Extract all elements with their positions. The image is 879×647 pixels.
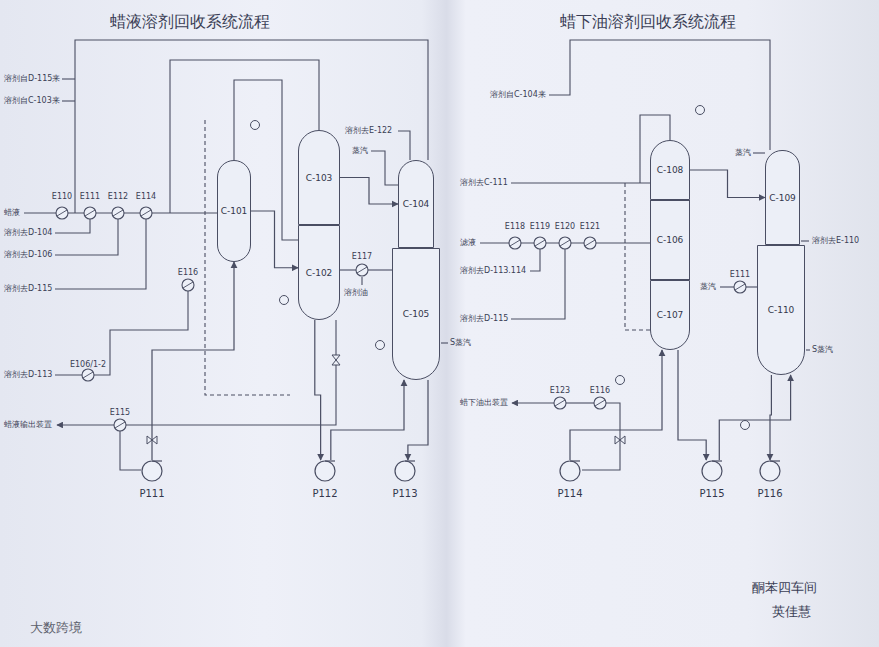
signature-text: 酮苯四车间 bbox=[752, 580, 817, 596]
vessel-tag: C-109 bbox=[769, 193, 796, 203]
stream-label: E112 bbox=[108, 192, 128, 202]
stream-label: 溶剂去C-111 bbox=[460, 178, 508, 188]
stream-label: E116 bbox=[178, 268, 198, 278]
stream-label: 溶剂去E-110 bbox=[812, 236, 859, 246]
vessel-tag: C-106 bbox=[657, 235, 684, 245]
vessel-tag: C-104 bbox=[403, 199, 430, 209]
pump-symbol: P111 bbox=[137, 460, 166, 499]
stream-label: 溶剂去E-122 bbox=[345, 126, 392, 136]
pipe-connector bbox=[251, 211, 298, 268]
stream-label: E111 bbox=[730, 270, 750, 280]
pump-circle bbox=[559, 460, 581, 482]
pipe-connector bbox=[315, 320, 321, 460]
stream-label: 溶剂去D-113 bbox=[4, 370, 52, 380]
pipe-connector bbox=[570, 350, 662, 460]
stream-label: E106/1-2 bbox=[70, 360, 106, 370]
pump-tag: P113 bbox=[390, 488, 419, 499]
stream-label: 蒸汽 bbox=[700, 282, 716, 292]
pipe-connector bbox=[678, 350, 706, 460]
pump-symbol: P113 bbox=[390, 460, 419, 499]
stream-label: 蒸汽 bbox=[352, 146, 368, 156]
stream-label: E120 bbox=[555, 222, 575, 232]
signature-text: 大数跨境 bbox=[30, 620, 82, 636]
vessel-tag: C-105 bbox=[403, 309, 430, 319]
stream-label: 溶剂自C-104来 bbox=[490, 90, 546, 100]
stream-label: S蒸汽 bbox=[450, 338, 471, 348]
pump-tag: P111 bbox=[137, 488, 166, 499]
pump-tag: P114 bbox=[555, 488, 584, 499]
pump-tag: P115 bbox=[697, 488, 726, 499]
stream-label: 溶剂去D-115 bbox=[4, 284, 52, 294]
pipe-connector bbox=[770, 375, 771, 460]
valve-symbol bbox=[147, 355, 625, 444]
pipe-connector bbox=[719, 375, 790, 460]
vessel-column: C-103 bbox=[298, 130, 340, 225]
stream-label: 溶剂去D-113.114 bbox=[460, 266, 526, 276]
stream-label: 蜡液输出装置 bbox=[4, 420, 52, 430]
stream-label: E114 bbox=[136, 192, 156, 202]
vessel-column: C-104 bbox=[398, 160, 434, 248]
diagram-title: 蜡下油溶剂回收系统流程 bbox=[560, 12, 736, 32]
stream-label: 溶剂油 bbox=[344, 288, 368, 298]
vessel-tag: C-108 bbox=[657, 165, 684, 175]
pump-symbol: P116 bbox=[755, 460, 784, 499]
vessel-column: C-109 bbox=[765, 150, 800, 245]
pump-circle bbox=[141, 460, 163, 482]
stream-label: E111 bbox=[80, 192, 100, 202]
vessel-tag: C-101 bbox=[221, 206, 248, 216]
stream-label: E110 bbox=[52, 192, 72, 202]
vessel-column: C-108 bbox=[650, 140, 690, 200]
stream-label: 蜡下油出装置 bbox=[460, 398, 508, 408]
pump-symbol: P114 bbox=[555, 460, 584, 499]
vessel-column: C-101 bbox=[217, 160, 251, 262]
vessel-column: C-105 bbox=[392, 248, 440, 380]
vessel-column: C-107 bbox=[650, 280, 690, 350]
stream-label: 溶剂去D-115 bbox=[460, 314, 508, 324]
stream-label: E118 bbox=[505, 222, 525, 232]
stream-label: 蜡液 bbox=[4, 208, 20, 218]
signature-text: 英佳慧 bbox=[772, 604, 811, 620]
pipe-connector bbox=[331, 380, 404, 460]
pipe-connector bbox=[408, 380, 428, 460]
vessel-column: C-110 bbox=[757, 245, 805, 375]
stream-label: 滤液 bbox=[460, 238, 476, 248]
stream-label: E116 bbox=[590, 386, 610, 396]
stream-label: 溶剂自C-103来 bbox=[4, 96, 60, 106]
pipe-connector bbox=[152, 262, 234, 460]
pump-circle bbox=[314, 460, 336, 482]
pump-circle bbox=[394, 460, 416, 482]
vessel-tag: C-107 bbox=[657, 310, 684, 320]
stream-label: 蒸汽 bbox=[735, 148, 751, 158]
vessel-column: C-106 bbox=[650, 200, 690, 280]
instrument-symbol bbox=[251, 106, 750, 430]
pipe-connector bbox=[690, 170, 765, 198]
pump-circle bbox=[759, 460, 781, 482]
stream-label: 溶剂去D-104 bbox=[4, 228, 52, 238]
stream-label: E117 bbox=[352, 252, 372, 262]
stream-label: E123 bbox=[550, 386, 570, 396]
vessel-column: C-102 bbox=[298, 225, 340, 320]
stream-label: E121 bbox=[580, 222, 600, 232]
vessel-tag: C-110 bbox=[768, 305, 795, 315]
diagram-title: 蜡液溶剂回收系统流程 bbox=[110, 12, 270, 32]
pump-tag: P112 bbox=[310, 488, 339, 499]
pump-symbol: P112 bbox=[310, 460, 339, 499]
pump-symbol: P115 bbox=[697, 460, 726, 499]
stream-label: E119 bbox=[530, 222, 550, 232]
pump-circle bbox=[701, 460, 723, 482]
pipe-connector bbox=[340, 178, 398, 205]
vessel-tag: C-103 bbox=[306, 173, 333, 183]
stream-label: E115 bbox=[110, 408, 130, 418]
stream-label: 溶剂自D-115来 bbox=[4, 74, 60, 84]
vessel-tag: C-102 bbox=[306, 268, 333, 278]
stream-label: 溶剂去D-106 bbox=[4, 250, 52, 260]
stream-label: S蒸汽 bbox=[812, 345, 833, 355]
pump-tag: P116 bbox=[755, 488, 784, 499]
